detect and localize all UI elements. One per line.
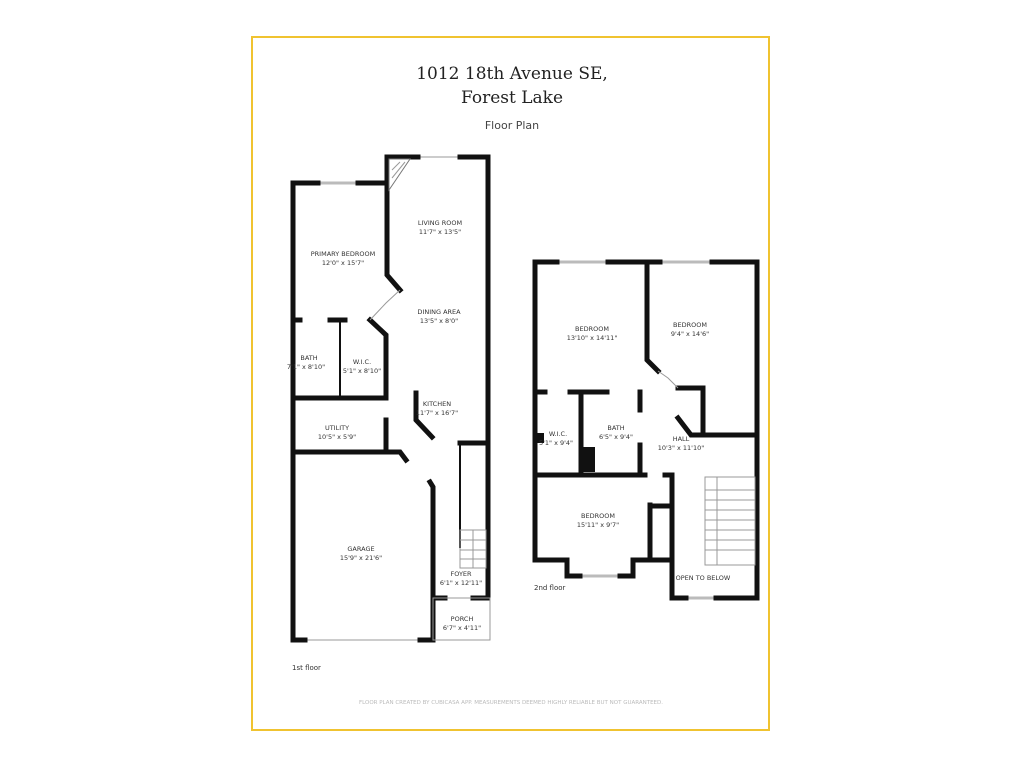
room-size: 12'0" x 15'7" bbox=[322, 259, 364, 267]
room-size: 10'5" x 5'9" bbox=[318, 433, 356, 441]
room-size: 5'1" x 9'4" bbox=[539, 439, 573, 447]
room-size: 13'5" x 8'0" bbox=[420, 317, 458, 325]
room-name: PORCH bbox=[451, 615, 474, 623]
room-size: 15'11" x 9'7" bbox=[577, 521, 619, 529]
room-size: 7'1" x 8'10" bbox=[287, 363, 325, 371]
room-name: LIVING ROOM bbox=[418, 219, 462, 227]
disclaimer: FLOOR PLAN CREATED BY CUBICASA APP. MEAS… bbox=[359, 700, 663, 706]
floor-label: 2nd floor bbox=[534, 584, 566, 592]
stairs bbox=[459, 529, 487, 569]
fixture bbox=[581, 447, 595, 472]
room-name: W.I.C. bbox=[353, 358, 371, 366]
room-size: 10'3" x 11'10" bbox=[658, 444, 704, 452]
stairs bbox=[704, 476, 756, 566]
room-size: 15'9" x 21'6" bbox=[340, 554, 382, 562]
page-frame bbox=[251, 36, 770, 731]
room-name: BEDROOM bbox=[581, 512, 615, 520]
room-name: FOYER bbox=[450, 570, 472, 578]
wall bbox=[675, 385, 706, 438]
door-opening bbox=[657, 370, 679, 389]
room-name: W.I.C. bbox=[549, 430, 567, 438]
subtitle: Floor Plan bbox=[484, 119, 540, 132]
wall bbox=[532, 259, 583, 579]
wall bbox=[644, 259, 662, 375]
porch-outline bbox=[432, 597, 491, 641]
room-name: BEDROOM bbox=[673, 321, 707, 329]
room-name: BATH bbox=[607, 424, 624, 432]
wall bbox=[417, 478, 436, 643]
room-size: 11'7" x 16'7" bbox=[416, 409, 458, 417]
address-line-1: 1012 18th Avenue SE, bbox=[416, 64, 608, 84]
room-name: BATH bbox=[300, 354, 317, 362]
wall bbox=[617, 557, 675, 579]
room-size: 11'7" x 13'5" bbox=[419, 228, 461, 236]
floor-label: 1st floor bbox=[292, 664, 321, 672]
room-name: HALL bbox=[673, 435, 690, 443]
room-size: 6'1" x 12'11" bbox=[440, 579, 482, 587]
room-name: KITCHEN bbox=[423, 400, 451, 408]
second-floor-plan: BEDROOM 13'10" x 14'11" BEDROOM 9'4" x 1… bbox=[532, 259, 760, 601]
first-floor-plan: LIVING ROOM 11'7" x 13'5" PRIMARY BEDROO… bbox=[287, 154, 491, 672]
room-size: 6'5" x 9'4" bbox=[599, 433, 633, 441]
wall bbox=[366, 316, 389, 401]
room-size: 6'7" x 4'11" bbox=[443, 624, 481, 632]
fixture bbox=[536, 433, 544, 443]
wall bbox=[457, 154, 491, 601]
wall bbox=[709, 259, 760, 601]
wall bbox=[413, 390, 436, 441]
room-size: 9'4" x 14'6" bbox=[671, 330, 709, 338]
room-name: DINING AREA bbox=[417, 308, 461, 316]
wall bbox=[674, 414, 760, 438]
address-line-2: Forest Lake bbox=[460, 88, 564, 108]
room-size: 5'1" x 8'10" bbox=[343, 367, 381, 375]
wall bbox=[669, 472, 689, 601]
room-name: GARAGE bbox=[347, 545, 374, 553]
room-name: UTILITY bbox=[325, 424, 349, 432]
wall bbox=[290, 449, 410, 464]
wall bbox=[384, 154, 421, 294]
door-opening bbox=[369, 289, 401, 321]
room-name: OPEN TO BELOW bbox=[676, 574, 731, 582]
room-name: PRIMARY BEDROOM bbox=[311, 250, 375, 258]
room-size: 13'10" x 14'11" bbox=[567, 334, 618, 342]
room-name: BEDROOM bbox=[575, 325, 609, 333]
wall bbox=[290, 180, 321, 643]
fireplace bbox=[388, 158, 411, 192]
